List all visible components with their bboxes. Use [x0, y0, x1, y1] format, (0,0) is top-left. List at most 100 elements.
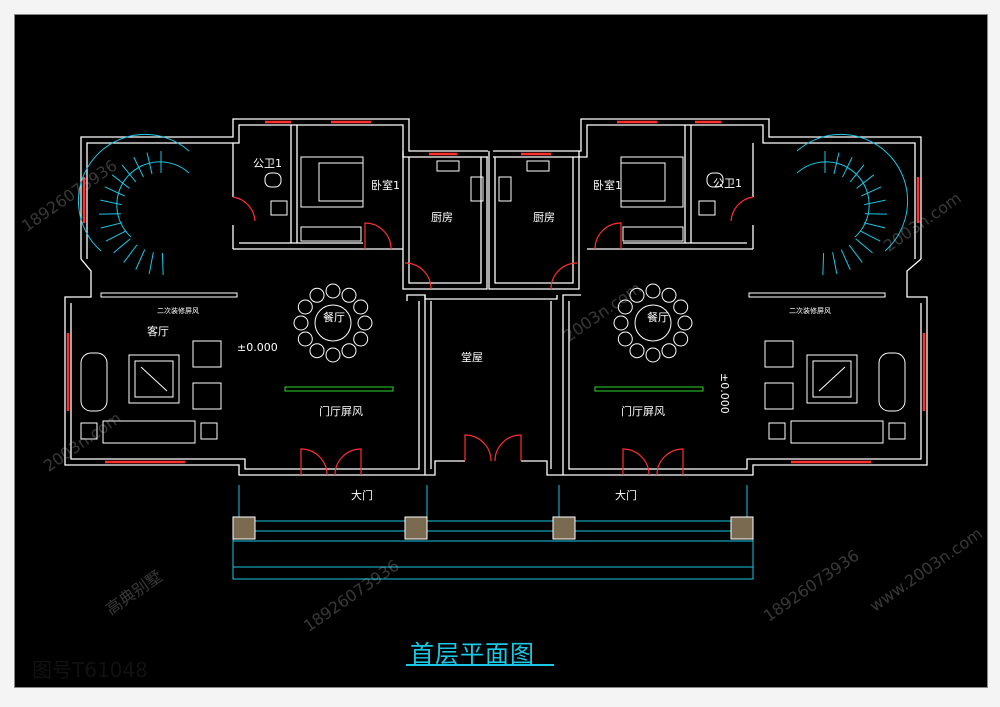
- room-label: 门厅屏风: [319, 404, 363, 418]
- dining-chair: [645, 283, 661, 299]
- dining-chair: [325, 347, 341, 363]
- basin: [270, 200, 288, 216]
- dining-chair: [309, 287, 325, 303]
- dining-chair: [617, 331, 633, 347]
- kitchen-wall: [408, 157, 482, 284]
- bed: [620, 156, 684, 208]
- outer-wall: [70, 301, 420, 470]
- dining-chair: [677, 315, 693, 331]
- stair-tread: [855, 238, 873, 254]
- dining-chair: [617, 299, 633, 315]
- stair-tread: [123, 244, 138, 263]
- coffee-table: [812, 360, 852, 398]
- stair-tread: [111, 174, 130, 189]
- room-label: 餐厅: [323, 310, 345, 324]
- room-label: 二次装修屏风: [789, 306, 831, 315]
- dining-table: [634, 304, 672, 342]
- stair-tread: [105, 230, 126, 242]
- basin: [698, 200, 716, 216]
- porch-column: [730, 516, 754, 540]
- outer-wall: [80, 118, 488, 259]
- stair-tread: [840, 249, 851, 270]
- hall-wall: [521, 460, 563, 476]
- door-arc: [594, 222, 622, 250]
- dining-chair: [297, 299, 313, 315]
- room-label: 门厅屏风: [621, 404, 665, 418]
- stair-tread: [860, 230, 881, 242]
- porch-column: [404, 516, 428, 540]
- stove: [498, 176, 512, 202]
- sofa: [878, 352, 906, 412]
- bed: [318, 162, 364, 202]
- door-arc: [232, 196, 256, 222]
- armchair: [764, 382, 794, 410]
- armchair: [192, 340, 222, 368]
- dining-chair: [661, 287, 677, 303]
- room-label: 二次装修屏风: [157, 306, 199, 315]
- dining-chair: [341, 287, 357, 303]
- dining-chair: [325, 283, 341, 299]
- stair-tread: [833, 152, 840, 175]
- dining-chair: [673, 299, 689, 315]
- tv-cabinet: [790, 420, 884, 444]
- title-underline: [406, 664, 554, 666]
- coffee-table: [806, 354, 858, 404]
- wardrobe: [622, 226, 684, 242]
- coffee-table: [134, 360, 174, 398]
- drawing-number: 图号T61048: [32, 658, 148, 682]
- door-arc: [464, 434, 492, 462]
- door-arc: [364, 222, 392, 250]
- door-arc: [404, 262, 432, 290]
- stair-tread: [121, 164, 137, 183]
- door-arc: [622, 448, 650, 476]
- stair-screen: [748, 292, 886, 298]
- dining-table: [314, 304, 352, 342]
- outer-wall: [493, 118, 922, 259]
- drawing-canvas: 公卫1 卧室1 厨房 厨房 卧室1 公卫1 客厅 餐厅 堂屋 餐厅 门厅屏风 门…: [14, 14, 988, 688]
- room-label: 大门: [615, 488, 637, 502]
- spiral-stair-left: [77, 133, 190, 275]
- armchair: [764, 340, 794, 368]
- door-arc: [656, 448, 684, 476]
- door-arc: [730, 196, 754, 222]
- stair-tread: [861, 186, 882, 197]
- dining-chair: [613, 315, 629, 331]
- outer-wall: [568, 301, 922, 470]
- room-label: 厨房: [533, 211, 555, 224]
- dining-chair: [353, 331, 369, 347]
- side-table: [80, 422, 98, 440]
- dining-chair: [309, 343, 325, 359]
- stair-tread: [148, 252, 154, 274]
- room-label: 客厅: [147, 324, 169, 338]
- stair-tread: [100, 199, 122, 206]
- dining-chair: [673, 331, 689, 347]
- door-arc: [494, 434, 522, 462]
- room-label: 餐厅: [647, 310, 669, 324]
- room-label: 公卫1: [253, 157, 282, 170]
- spiral-stair-right: [796, 133, 909, 275]
- kitchen-wall: [402, 151, 488, 290]
- stair-tread: [133, 157, 144, 178]
- outer-wall: [493, 124, 916, 259]
- drawing-title: 首层平面图: [410, 640, 535, 668]
- side-table: [200, 422, 218, 440]
- room-label: 卧室1: [371, 178, 400, 192]
- stair-tread: [161, 252, 164, 275]
- porch-step: [232, 520, 754, 580]
- kitchen-wall: [488, 151, 580, 290]
- tv-cabinet: [102, 420, 196, 444]
- dining-chair: [357, 315, 373, 331]
- bed: [300, 156, 364, 208]
- stair-tread: [856, 174, 875, 189]
- room-label: 大门: [351, 488, 373, 502]
- stair-screen: [100, 292, 238, 298]
- hall-wall: [424, 295, 558, 300]
- porch-column: [552, 516, 576, 540]
- elevation-mark: ±0.000: [718, 373, 731, 414]
- armchair: [192, 382, 222, 410]
- outer-wall: [562, 258, 928, 476]
- dining-chair: [645, 347, 661, 363]
- stair-tread: [832, 252, 838, 274]
- door-arc: [300, 448, 328, 476]
- dining-chair: [293, 315, 309, 331]
